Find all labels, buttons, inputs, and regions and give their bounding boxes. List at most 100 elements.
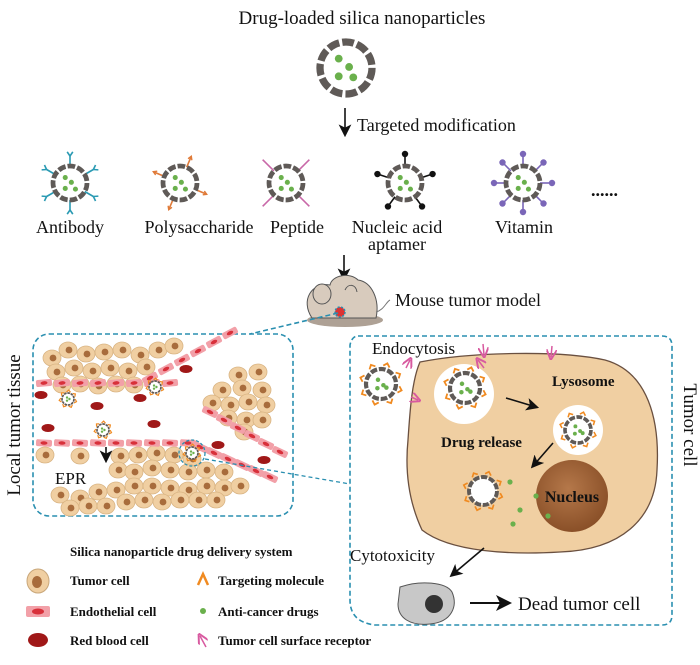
ligand-label-aptamer: aptamer [368, 234, 426, 254]
endothelial-cell [53, 378, 71, 388]
anti-cancer-drug [533, 493, 539, 499]
endothelial-cell [271, 446, 289, 458]
tumor-cell-surface-receptor [551, 345, 552, 357]
tumor-cell-nucleus [123, 498, 131, 506]
endothelial-cell [89, 439, 107, 447]
endothelial-cell [89, 378, 107, 388]
tumor-cell [248, 363, 268, 381]
targeting-molecule [479, 375, 486, 383]
drug-dot [72, 186, 78, 192]
targeting-molecule [496, 479, 502, 487]
tumor-cell-nucleus [153, 449, 161, 457]
drug-dot [515, 185, 521, 191]
drug-dot [65, 399, 69, 402]
tumor-cell [110, 447, 130, 465]
tumor-cell-nucleus [65, 346, 73, 354]
tumor-cell-nucleus [209, 399, 217, 407]
endothelial-cell [205, 447, 223, 459]
targeting-molecule [471, 472, 479, 478]
drug-dot [189, 453, 193, 456]
targeting-molecule [559, 421, 565, 429]
drug-dot [288, 186, 294, 192]
tumor-cell [116, 493, 136, 511]
tumor-cell [58, 341, 78, 359]
targeting-molecule [68, 404, 73, 409]
drug-dot [62, 175, 68, 181]
endothelial-cell [261, 471, 279, 483]
endothelial-cell [161, 378, 179, 388]
endothelial-cell [125, 439, 143, 447]
drug-dot [152, 384, 156, 387]
endothelial-cell [229, 422, 247, 434]
polysaccharide-tip [152, 170, 158, 176]
targeting-molecule-icon [196, 570, 210, 586]
targeting-molecule [60, 392, 65, 396]
antibody-arm [69, 151, 74, 157]
arrow-drug-release [530, 442, 554, 469]
ligand-head [401, 150, 409, 158]
targeting-molecule [153, 377, 158, 381]
tumor-cell-nucleus [203, 482, 211, 490]
targeting-molecule [184, 446, 189, 450]
polysaccharide-tip [187, 155, 193, 161]
tumor-cell-nucleus [219, 386, 227, 394]
drug-dot [152, 387, 156, 390]
targeting-molecule [368, 363, 376, 370]
drug-dot [578, 429, 583, 433]
tumor-cell-nucleus [235, 371, 243, 379]
drug-dot [381, 382, 386, 388]
legend-label: Anti-cancer drugs [218, 604, 319, 619]
nanoparticle [50, 163, 90, 203]
tumor-cell [178, 463, 198, 481]
drug-dot [580, 431, 585, 436]
tumor-cell-nucleus [221, 468, 229, 476]
ligand-head [374, 170, 381, 178]
tumor-cell-surface-receptor [478, 360, 484, 368]
endothelial-cell [157, 362, 175, 376]
drug-dot [62, 185, 68, 191]
tumor-cell-side-label: Tumor cell [679, 383, 700, 466]
targeting-molecule [360, 389, 367, 397]
dead-tumor-cell-label: Dead tumor cell [518, 594, 640, 615]
legend: Silica nanoparticle drug delivery system… [26, 544, 371, 648]
antibody-arm [43, 164, 48, 170]
tumor-cell-nucleus [171, 451, 179, 459]
red-blood-cell [257, 456, 271, 464]
ligand-label-antibody: Antibody [36, 217, 104, 237]
tumor-cell-nucleus [107, 364, 115, 372]
legend-item-endothelial-cell: Endothelial cell [26, 604, 157, 619]
tumor-cell [118, 362, 138, 380]
tumor-cell [196, 461, 216, 479]
ligand-nanoparticle-antibody [41, 151, 99, 215]
endothelial-cell [201, 406, 219, 418]
tumor-cell-nucleus [227, 401, 235, 409]
nanoparticle [160, 163, 200, 203]
lysosome-label: Lysosome [552, 374, 615, 390]
ligand-head [384, 203, 392, 210]
drug-dot [384, 385, 389, 390]
drug-dot [521, 179, 527, 185]
tumor-cell-nucleus [103, 502, 111, 510]
targeting-molecule [149, 391, 154, 396]
tumor-cell-nucleus [263, 401, 271, 409]
tumor-cell-nucleus [245, 398, 253, 406]
targeting-molecule [186, 457, 191, 462]
ligand-head [519, 208, 527, 216]
targeting-molecule [58, 397, 62, 403]
tumor-cell-surface-receptor [406, 360, 410, 368]
tumor-cell [142, 477, 162, 495]
legend-item-nanoparticle: Silica nanoparticle drug delivery system [70, 544, 293, 559]
ligand-label-peptide: Peptide [270, 217, 324, 237]
drug-dot [525, 186, 531, 192]
targeting-molecule [386, 398, 394, 405]
silica-shell [148, 380, 162, 394]
tumor-cell [64, 359, 84, 377]
zoom-connector-mouse [249, 312, 339, 335]
nanoparticle [145, 377, 165, 397]
tumor-cell-nucleus [115, 466, 123, 474]
nanoparticle [559, 411, 597, 449]
nanoparticle [58, 389, 78, 409]
drug-dot [334, 54, 343, 63]
tumor-cell-nucleus [167, 484, 175, 492]
drug-dot [573, 424, 578, 429]
